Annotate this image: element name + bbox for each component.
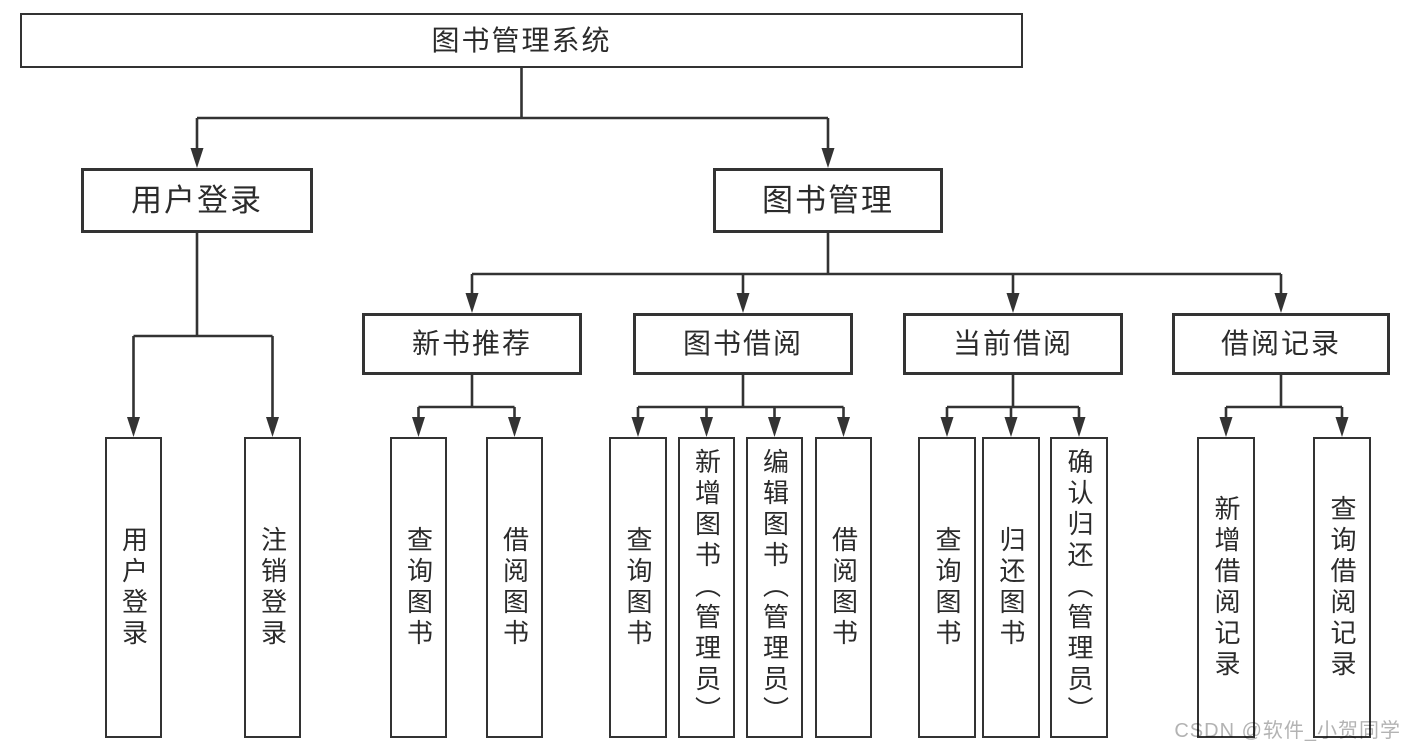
leaf-query-borrow-record: 查询借阅记录 — [1313, 437, 1371, 738]
connector-strokes — [132, 68, 1344, 424]
arrowhead-icon — [837, 417, 850, 437]
arrowhead-icon — [736, 293, 750, 313]
leaf-confirm-return-admin: 确认归还（管理员） — [1050, 437, 1108, 738]
leaf-label: 查询图书 — [623, 525, 653, 650]
edge-book-borrow-to-leaves — [636, 375, 845, 424]
node-book-management: 图书管理 — [713, 168, 943, 233]
leaf-query-books-borrow: 查询图书 — [609, 437, 667, 738]
node-label: 借阅记录 — [1220, 328, 1341, 359]
arrowheads — [127, 148, 1349, 437]
arrowhead-icon — [266, 417, 279, 437]
leaf-user-login: 用户登录 — [105, 437, 162, 738]
leaf-label: 编辑图书（管理员） — [759, 448, 790, 727]
node-label: 当前借阅 — [952, 328, 1073, 359]
edge-user-login-to-leaves — [132, 233, 274, 424]
arrowhead-icon — [508, 417, 521, 437]
arrowhead-icon — [1004, 417, 1018, 437]
leaf-query-books-recommend: 查询图书 — [390, 437, 447, 738]
watermark-csdn: CSDN @软件_小贺同学 — [1174, 720, 1401, 742]
node-label: 图书管理 — [762, 183, 894, 218]
arrowhead-icon — [412, 417, 425, 437]
arrowhead-icon — [821, 148, 835, 168]
edge-new-book-rec-to-leaves — [417, 375, 516, 424]
node-user-login: 用户登录 — [81, 168, 313, 233]
node-new-book-recommend: 新书推荐 — [362, 313, 582, 375]
leaf-add-book-admin: 新增图书（管理员） — [678, 437, 735, 738]
leaf-logout: 注销登录 — [244, 437, 301, 738]
leaf-label: 查询图书 — [932, 525, 962, 650]
arrowhead-icon — [1072, 417, 1086, 437]
edge-current-borrow-to-leaves — [945, 375, 1081, 424]
leaf-borrow-books: 借阅图书 — [815, 437, 872, 738]
arrowhead-icon — [1006, 293, 1020, 313]
arrowhead-icon — [768, 417, 781, 437]
node-label: 图书管理系统 — [431, 24, 612, 56]
leaf-query-books-current: 查询图书 — [918, 437, 976, 738]
edge-borrow-records-to-leaves — [1224, 375, 1344, 424]
leaf-edit-book-admin: 编辑图书（管理员） — [746, 437, 803, 738]
node-label: 图书借阅 — [682, 328, 803, 359]
arrowhead-icon — [465, 293, 479, 313]
leaf-label: 用户登录 — [118, 525, 149, 650]
arrowhead-icon — [127, 417, 140, 437]
leaf-label: 借阅图书 — [499, 525, 530, 650]
node-library-management-system: 图书管理系统 — [20, 13, 1023, 68]
leaf-label: 新增图书（管理员） — [691, 448, 722, 727]
edge-root-to-level2 — [195, 68, 830, 155]
arrowhead-icon — [190, 148, 204, 168]
arrowhead-icon — [1335, 417, 1349, 437]
arrowhead-icon — [1274, 293, 1288, 313]
node-borrowing-records: 借阅记录 — [1172, 313, 1390, 375]
arrowhead-icon — [1219, 417, 1233, 437]
arrowhead-icon — [631, 417, 645, 437]
leaf-label: 新增借阅记录 — [1211, 494, 1241, 681]
leaf-return-books: 归还图书 — [982, 437, 1040, 738]
leaf-label: 查询图书 — [403, 525, 434, 650]
leaf-label: 归还图书 — [996, 525, 1026, 650]
arrowhead-icon — [940, 417, 954, 437]
leaf-borrow-books-recommend: 借阅图书 — [486, 437, 543, 738]
leaf-label: 注销登录 — [257, 525, 288, 650]
leaf-add-borrow-record: 新增借阅记录 — [1197, 437, 1255, 738]
node-label: 新书推荐 — [411, 328, 532, 359]
leaf-label: 借阅图书 — [828, 525, 859, 650]
leaf-label: 查询借阅记录 — [1327, 494, 1357, 681]
leaf-label: 确认归还（管理员） — [1064, 448, 1094, 727]
node-book-borrowing: 图书借阅 — [633, 313, 853, 375]
node-current-borrowing: 当前借阅 — [903, 313, 1123, 375]
arrowhead-icon — [700, 417, 713, 437]
edge-book-mgmt-to-mid — [470, 233, 1283, 300]
node-label: 用户登录 — [131, 183, 263, 218]
